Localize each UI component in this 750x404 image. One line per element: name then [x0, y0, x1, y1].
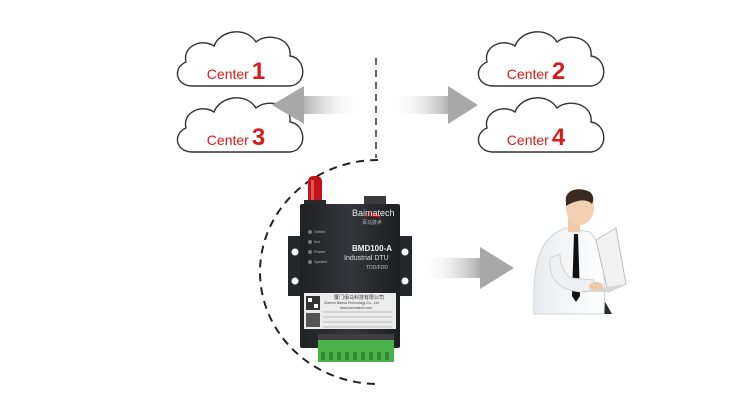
cloud-label-number: 2 — [551, 58, 566, 85]
device-model: BMD100-A — [352, 244, 393, 253]
mount-ear-right — [398, 236, 412, 296]
led-label-act: Act — [314, 239, 320, 244]
arrow-right-to-centers — [392, 86, 478, 124]
cloud-label-text: Center — [506, 132, 549, 148]
device-company-cn: 厦门佰马科技有限公司 — [334, 295, 385, 301]
cloud-label-text: Center — [206, 132, 249, 148]
device-brand: Baimatech — [352, 208, 395, 218]
cloud-label-center-3: Center 3 — [196, 124, 276, 151]
led-label-power: Power — [314, 249, 326, 254]
cloud-label-text: Center — [506, 66, 549, 82]
baimatech-logo — [365, 212, 381, 218]
antenna — [308, 176, 322, 204]
dtu-device — [288, 176, 412, 362]
led-label-system: System — [314, 259, 328, 264]
device-brand-sub: 百马技术 — [362, 220, 383, 226]
cloud-label-center-2: Center 2 — [496, 58, 576, 85]
user-shirt — [533, 227, 605, 315]
device-company-en: Xiamen Baima Technology Co., Ltd. — [324, 301, 380, 305]
cloud-label-number: 3 — [251, 124, 266, 151]
user-with-laptop — [533, 189, 627, 315]
led-indicators — [308, 230, 312, 264]
device-protocol: TDD/FDD — [366, 265, 388, 271]
cloud-label-center-4: Center 4 — [496, 124, 576, 151]
arrow-left-to-centers — [272, 86, 360, 124]
device-type: Industrial DTU — [344, 255, 389, 262]
mount-ear-left — [288, 236, 302, 296]
cloud-label-text: Center — [206, 66, 249, 82]
cloud-label-number: 1 — [251, 58, 266, 85]
device-website: www.baimatech.com — [340, 306, 373, 310]
cloud-label-center-1: Center 1 — [196, 58, 276, 85]
arrow-device-to-user — [422, 247, 514, 289]
led-label-online: Online — [314, 229, 326, 234]
cloud-label-number: 4 — [551, 124, 566, 151]
